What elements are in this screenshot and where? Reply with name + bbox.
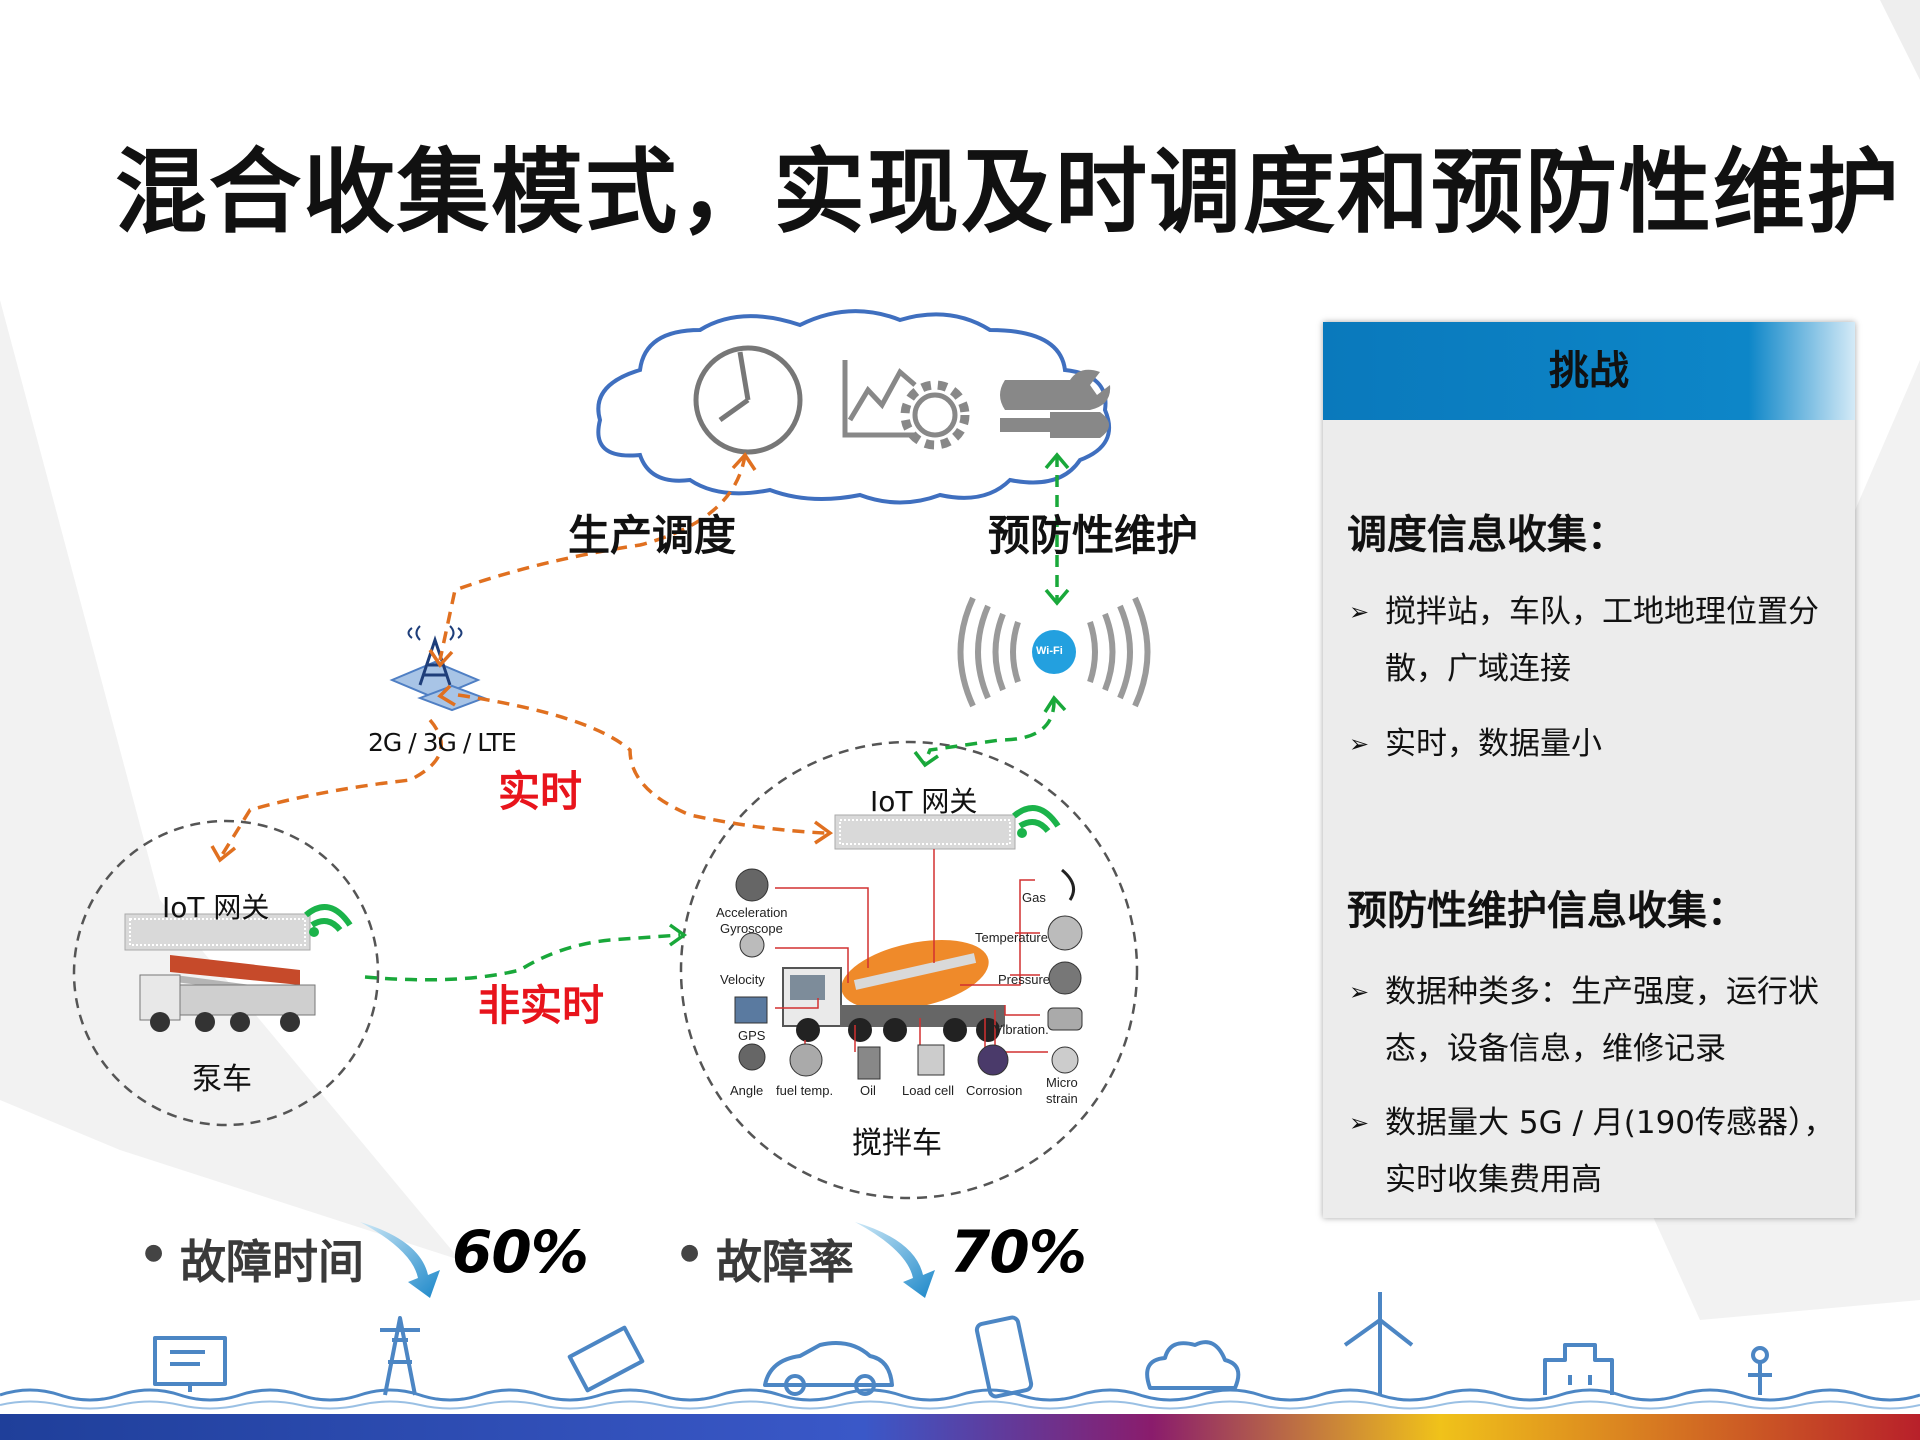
mixer-truck-image [782, 940, 1005, 1042]
sensor-label: Load cell [902, 1083, 955, 1098]
tools-icon [1000, 369, 1111, 438]
bullet-text: 搅拌站，车队，工地地理位置分 [1385, 594, 1819, 630]
production-scheduling-label: 生产调度 [568, 511, 737, 560]
stat-label-downtime: 故障时间 [180, 1235, 364, 1289]
panel-header: 挑战 [1323, 322, 1855, 420]
bullet-arrow-icon: ➢ [1349, 978, 1370, 1006]
stat-label-failure-rate: 故障率 [716, 1235, 854, 1289]
bullet-arrow-icon: ➢ [1349, 730, 1370, 758]
challenge-panel: 挑战 调度信息收集： ➢ 搅拌站，车队，工地地理位置分散，广域连接 ➢ 实时，数… [1323, 322, 1855, 1218]
sensor-label: Temperature [975, 930, 1048, 945]
sensor-label: Gas [1022, 890, 1046, 905]
down-arrow-icon [360, 1222, 440, 1298]
pump-truck-label: 泵车 [192, 1062, 252, 1097]
preventive-maintenance-label: 预防性维护 [988, 511, 1199, 560]
gateway-left-label: IoT 网关 [162, 891, 270, 924]
sensor-label: fuel temp. [776, 1083, 834, 1098]
cell-tower-icon [389, 625, 487, 712]
bullet-text: 数据种类多：生产强度，运行状 [1385, 974, 1819, 1010]
sensor-icons [734, 868, 1083, 1080]
bullet-text: 散，广域连接 [1385, 651, 1571, 687]
section-heading-maintenance: 预防性维护信息收集： [1347, 888, 1747, 934]
stat-value-failure-rate: 70% [950, 1218, 1087, 1286]
sensor-label: Gyroscope [720, 921, 783, 936]
sensor-label: Angle [730, 1083, 764, 1098]
bullet-text: 实时，数据量小 [1385, 726, 1602, 762]
mixer-truck-label: 搅拌车 [852, 1126, 942, 1161]
realtime-label: 实时 [498, 767, 583, 816]
sensor-label: Velocity [720, 972, 765, 987]
bullet-text: 数据量大 5G / 月(190传感器）， [1385, 1105, 1835, 1141]
wifi-icon [957, 596, 1151, 708]
sensor-label: Corrosion [966, 1083, 1023, 1098]
chart-gear-icon [842, 360, 970, 450]
sensor-label: GPS [738, 1028, 766, 1043]
sensor-label: Pressure [998, 972, 1051, 987]
page-title: 混合收集模式，实现及时调度和预防性维护 [115, 139, 1902, 246]
stat-value-downtime: 60% [452, 1218, 589, 1286]
sensor-label: strain [1046, 1091, 1078, 1106]
down-arrow-icon [855, 1222, 935, 1298]
network-label: 2G / 3G / LTE [368, 728, 517, 757]
bullet-arrow-icon: ➢ [1349, 1109, 1370, 1137]
sensor-label: Acceleration [716, 905, 788, 920]
non-realtime-label: 非实时 [478, 981, 605, 1030]
gateway-right-label: IoT 网关 [870, 785, 978, 818]
sensor-label: Oil [860, 1083, 876, 1098]
bullet-text: 态，设备信息，维修记录 [1385, 1031, 1726, 1067]
clock-icon [693, 345, 803, 455]
pump-truck-image [139, 955, 316, 1032]
gateway-device-right [834, 805, 1061, 850]
bullet-dot: ● [680, 1240, 700, 1265]
wifi-label: Wi-Fi [1036, 645, 1063, 657]
sensor-label: Vibration. [994, 1022, 1049, 1037]
gateway-device-left [124, 904, 353, 951]
bullet-dot: ● [144, 1240, 164, 1265]
bullet-text: 实时收集费用高 [1385, 1162, 1602, 1198]
bullet-arrow-icon: ➢ [1349, 598, 1370, 626]
section-heading-scheduling: 调度信息收集： [1347, 512, 1627, 558]
sensor-label: Micro [1046, 1075, 1078, 1090]
